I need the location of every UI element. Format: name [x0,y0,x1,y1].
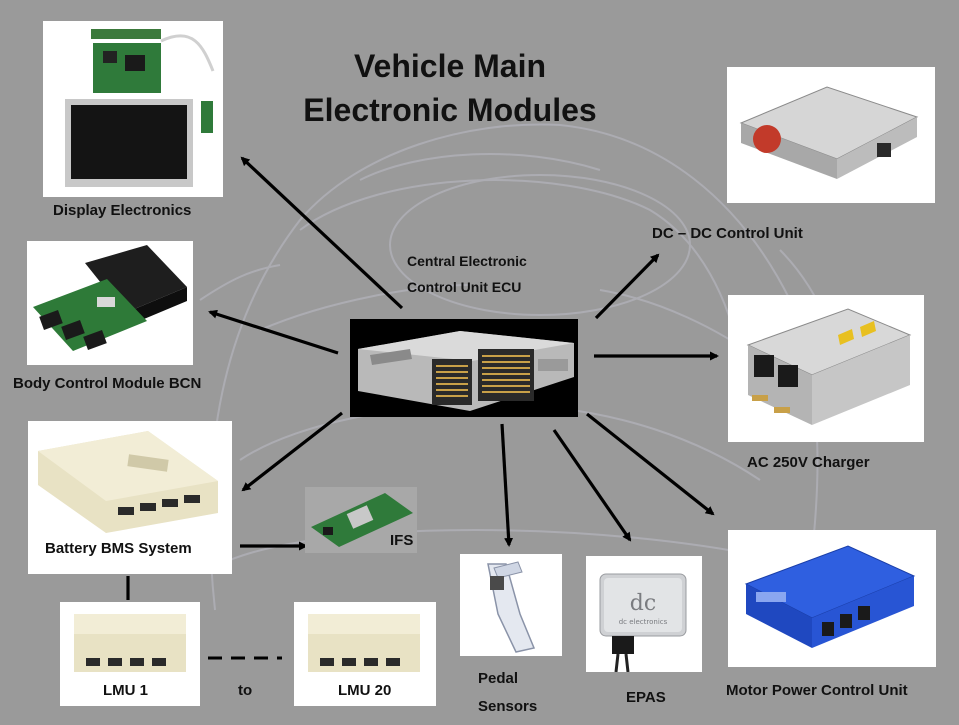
ecu-drawing [358,331,574,411]
body-control-drawing [33,245,187,351]
lmu1-label: LMU 1 [103,682,148,699]
dcdc-label: DC – DC Control Unit [652,225,803,242]
ecu-label-line-1: Central Electronic [407,253,527,269]
ecu-label-line-2: Control Unit ECU [407,279,522,295]
body-control-image [27,241,193,365]
epas-label: EPAS [626,689,666,706]
lmu20-drawing [308,614,420,672]
pedal-drawing [487,561,536,653]
page-title: Vehicle Main Electronic Modules [250,44,650,132]
lmu20-image [294,602,436,706]
ifs-image [305,487,417,553]
svg-text:dc: dc [630,591,656,616]
body-control-label: Body Control Module BCN [13,375,202,392]
lmu1-drawing [74,614,186,672]
charger-drawing [746,308,912,425]
lmu20-label: LMU 20 [338,682,392,699]
display-drawing [65,29,215,187]
battery-bms-image [28,421,232,574]
pedal-label-line-2: Sensors [478,698,538,715]
ecu-label: Central Electronic Control Unit ECU [407,248,527,300]
charger-label: AC 250V Charger [747,454,870,471]
ecu-image [350,319,578,417]
motor-control-label: Motor Power Control Unit [726,682,908,699]
title-line-1: Vehicle Main [353,48,547,84]
dcdc-image [727,67,935,203]
epas-drawing: dc dc electronics [599,573,687,672]
charger-image [728,295,924,442]
pedal-sensors-label: Pedal Sensors [478,665,537,721]
ifs-drawing [311,493,413,547]
pedal-label-line-1: Pedal [478,670,519,687]
battery-bms-drawing [38,431,218,533]
lmu1-image [60,602,200,706]
epas-image: dc dc electronics [586,556,702,672]
motor-control-drawing [744,545,916,648]
motor-control-image [728,530,936,667]
display-electronics-image [43,21,223,197]
ifs-label: IFS [390,532,414,549]
dcdc-drawing [739,86,919,179]
battery-bms-label: Battery BMS System [45,540,192,557]
title-line-2: Electronic Modules [303,92,597,128]
lmu-dashed-line [208,656,282,660]
epas-logo-text: dc electronics [619,618,668,626]
lmu-to-label: to [238,682,253,699]
display-electronics-label: Display Electronics [53,202,192,219]
pedal-sensors-image [460,554,562,656]
